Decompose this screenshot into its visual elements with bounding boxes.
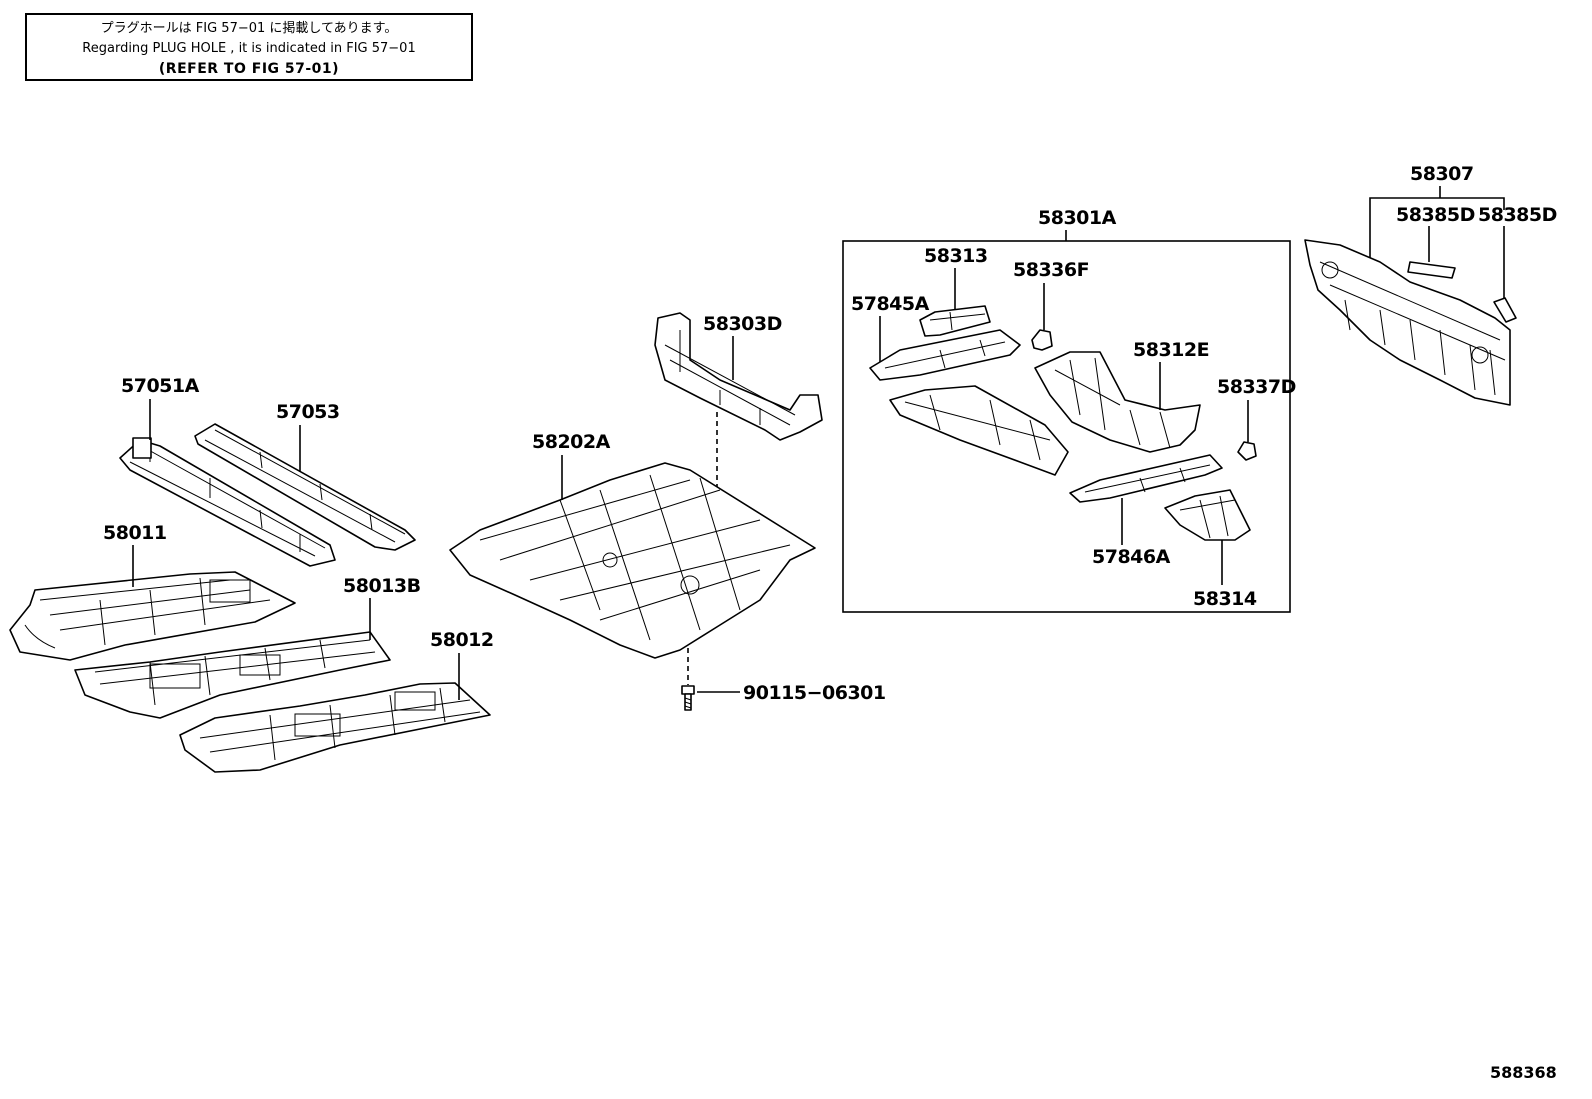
label-90115-06301: 90115−06301 [743, 682, 886, 704]
label-58385D-a: 58385D [1396, 204, 1475, 226]
part-57845A-drawing[interactable] [869, 329, 1021, 381]
figure-id: 588368 [1490, 1063, 1557, 1082]
label-57845A: 57845A [851, 293, 930, 315]
part-58012-drawing[interactable] [179, 682, 491, 773]
part-58385D-strip-drawing[interactable] [1407, 261, 1456, 279]
label-58012: 58012 [430, 629, 494, 651]
note-reference-text: (REFER TO FIG 57-01) [158, 61, 340, 77]
label-58385D-b: 58385D [1478, 204, 1557, 226]
part-58303D-drawing[interactable] [654, 312, 823, 441]
part-57051A-drawing[interactable] [119, 437, 336, 567]
label-57846A: 57846A [1092, 546, 1171, 568]
part-58314-drawing[interactable] [1164, 489, 1251, 541]
reference-note: プラグホールは FIG 57−01 に掲載してあります。 Regarding P… [25, 13, 473, 81]
label-58337D: 58337D [1217, 376, 1296, 398]
part-57053-drawing[interactable] [194, 423, 416, 551]
part-58013B-drawing[interactable] [74, 631, 391, 719]
part-58307-drawing[interactable] [1304, 239, 1511, 406]
label-58336F: 58336F [1013, 259, 1089, 281]
label-58312E: 58312E [1133, 339, 1209, 361]
note-english-text: Regarding PLUG HOLE , it is indicated in… [82, 41, 416, 56]
part-58202A-drawing[interactable] [449, 462, 816, 659]
label-58301A: 58301A [1038, 207, 1117, 229]
label-58202A: 58202A [532, 431, 611, 453]
label-58013B: 58013B [343, 575, 421, 597]
leader-58307-bracket [1369, 197, 1505, 210]
label-57053: 57053 [276, 401, 340, 423]
part-rear-floor-front-drawing[interactable] [889, 385, 1069, 476]
part-58313-drawing[interactable] [919, 305, 991, 337]
label-58307: 58307 [1410, 163, 1474, 185]
label-58313: 58313 [924, 245, 988, 267]
note-japanese-text: プラグホールは FIG 57−01 に掲載してあります。 [100, 21, 398, 36]
label-58303D: 58303D [703, 313, 782, 335]
part-58337D-drawing[interactable] [1237, 441, 1257, 461]
part-90115-06301-drawing[interactable] [681, 685, 695, 711]
label-57051A: 57051A [121, 375, 200, 397]
part-58336F-drawing[interactable] [1031, 329, 1053, 351]
part-58312E-drawing[interactable] [1034, 351, 1201, 453]
label-58011: 58011 [103, 522, 167, 544]
label-58314: 58314 [1193, 588, 1257, 610]
part-58385D-clip-drawing[interactable] [1493, 297, 1517, 323]
part-57846A-drawing[interactable] [1069, 454, 1223, 503]
part-58011-drawing[interactable] [9, 571, 296, 661]
